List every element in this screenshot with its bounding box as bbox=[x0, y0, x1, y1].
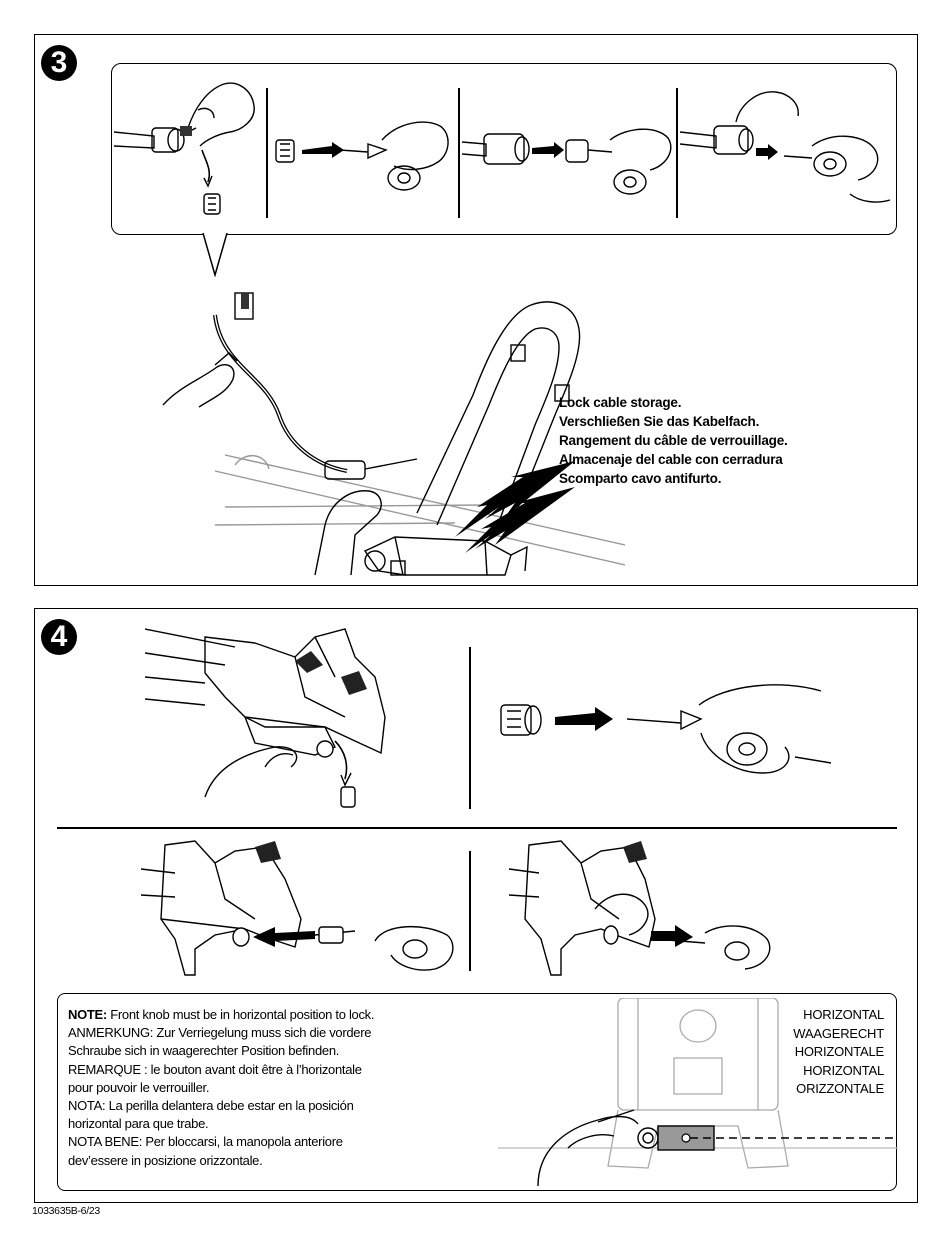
note-line: REMARQUE : le bouton avant doit être à l… bbox=[68, 1061, 374, 1079]
note-label: NOTE: bbox=[68, 1007, 107, 1022]
note-box: NOTE: Front knob must be in horizontal p… bbox=[57, 993, 898, 1191]
illustration-fork-remove-key bbox=[508, 840, 771, 976]
note-content: Front knob must be in horizontal positio… bbox=[106, 1007, 375, 1022]
note-text: NOTE: Front knob must be in horizontal p… bbox=[68, 1006, 375, 1170]
note-line: ANMERKUNG: Zur Verriegelung muss sich di… bbox=[68, 1024, 374, 1042]
step-number-4: 4 bbox=[41, 619, 77, 655]
figure-divider bbox=[469, 647, 471, 809]
row-divider bbox=[57, 827, 897, 829]
note-line: horizontal para que trabe. bbox=[68, 1115, 374, 1133]
horizontal-label: HORIZONTAL bbox=[803, 1062, 884, 1078]
note-line: NOTE: Front knob must be in horizontal p… bbox=[68, 1006, 375, 1024]
illustration-fork-insert-core bbox=[140, 840, 454, 976]
note-label: NOTA BENE: bbox=[68, 1134, 143, 1150]
note-content: Per bloccarsi, la manopola anteriore bbox=[142, 1134, 343, 1150]
step-3-panel: 3 bbox=[34, 34, 918, 586]
callout-pointer bbox=[202, 233, 228, 277]
detail-callout bbox=[111, 63, 897, 235]
note-content: dev’essere in posizione orizzontale. bbox=[68, 1152, 263, 1168]
caption-line: Lock cable storage. bbox=[559, 395, 682, 410]
horizontal-label: HORIZONTALE bbox=[794, 1044, 884, 1059]
note-line: dev’essere in posizione orizzontale. bbox=[68, 1152, 374, 1170]
document-number: 1033635B-6/23 bbox=[32, 1205, 100, 1217]
note-content: Zur Verriegelung muss sich die vordere bbox=[153, 1025, 372, 1041]
horizontal-labels: HORIZONTAL WAAGERECHT HORIZONTALE HORIZO… bbox=[793, 1006, 884, 1099]
illustration-insert-core bbox=[462, 128, 672, 195]
figure-divider bbox=[469, 851, 471, 971]
callout-divider bbox=[266, 88, 268, 218]
caption-line: Almacenaje del cable con cerradura bbox=[559, 452, 783, 467]
note-content: La perilla delantera debe estar en la po… bbox=[105, 1098, 354, 1114]
note-label: REMARQUE : bbox=[68, 1061, 148, 1077]
horizontal-label: HORIZONTAL bbox=[803, 1007, 884, 1022]
note-content: pour pouvoir le verrouiller. bbox=[68, 1079, 210, 1095]
note-content: le bouton avant doit être à l’horizontal… bbox=[147, 1061, 362, 1077]
illustration-horizontal-knob bbox=[498, 998, 898, 1186]
callout-divider bbox=[458, 88, 460, 218]
caption-line: Verschließen Sie das Kabelfach. bbox=[559, 414, 760, 429]
bike-rack-illustration bbox=[162, 292, 625, 576]
note-line: Schraube sich in waagerechter Position b… bbox=[68, 1042, 374, 1060]
note-content: horizontal para que trabe. bbox=[68, 1116, 209, 1132]
step-3-caption: Lock cable storage. Verschließen Sie das… bbox=[559, 393, 788, 488]
note-label: NOTA: bbox=[68, 1098, 106, 1114]
illustration-fork-remove-core bbox=[145, 628, 386, 808]
callout-divider bbox=[676, 88, 678, 218]
caption-line: Scomparto cavo antifurto. bbox=[559, 471, 722, 486]
illustration-remove-core bbox=[114, 82, 255, 215]
note-line: NOTA BENE: Per bloccarsi, la manopola an… bbox=[68, 1133, 374, 1151]
step-number-3: 3 bbox=[41, 45, 77, 81]
note-line: NOTA: La perilla delantera debe estar en… bbox=[68, 1097, 374, 1115]
illustration-key-into-core bbox=[500, 684, 832, 774]
horizontal-label: WAAGERECHT bbox=[793, 1025, 884, 1041]
caption-line: Rangement du câble de verrouillage. bbox=[559, 433, 788, 448]
horizontal-label: ORIZZONTALE bbox=[796, 1081, 884, 1096]
illustration-key-remove bbox=[680, 91, 891, 203]
note-line: pour pouvoir le verrouiller. bbox=[68, 1079, 374, 1097]
note-content: Schraube sich in waagerechter Position b… bbox=[68, 1043, 340, 1059]
note-label: ANMERKUNG: bbox=[68, 1025, 154, 1041]
illustration-key-insert bbox=[275, 121, 449, 191]
step-4-panel: 4 bbox=[34, 608, 918, 1203]
